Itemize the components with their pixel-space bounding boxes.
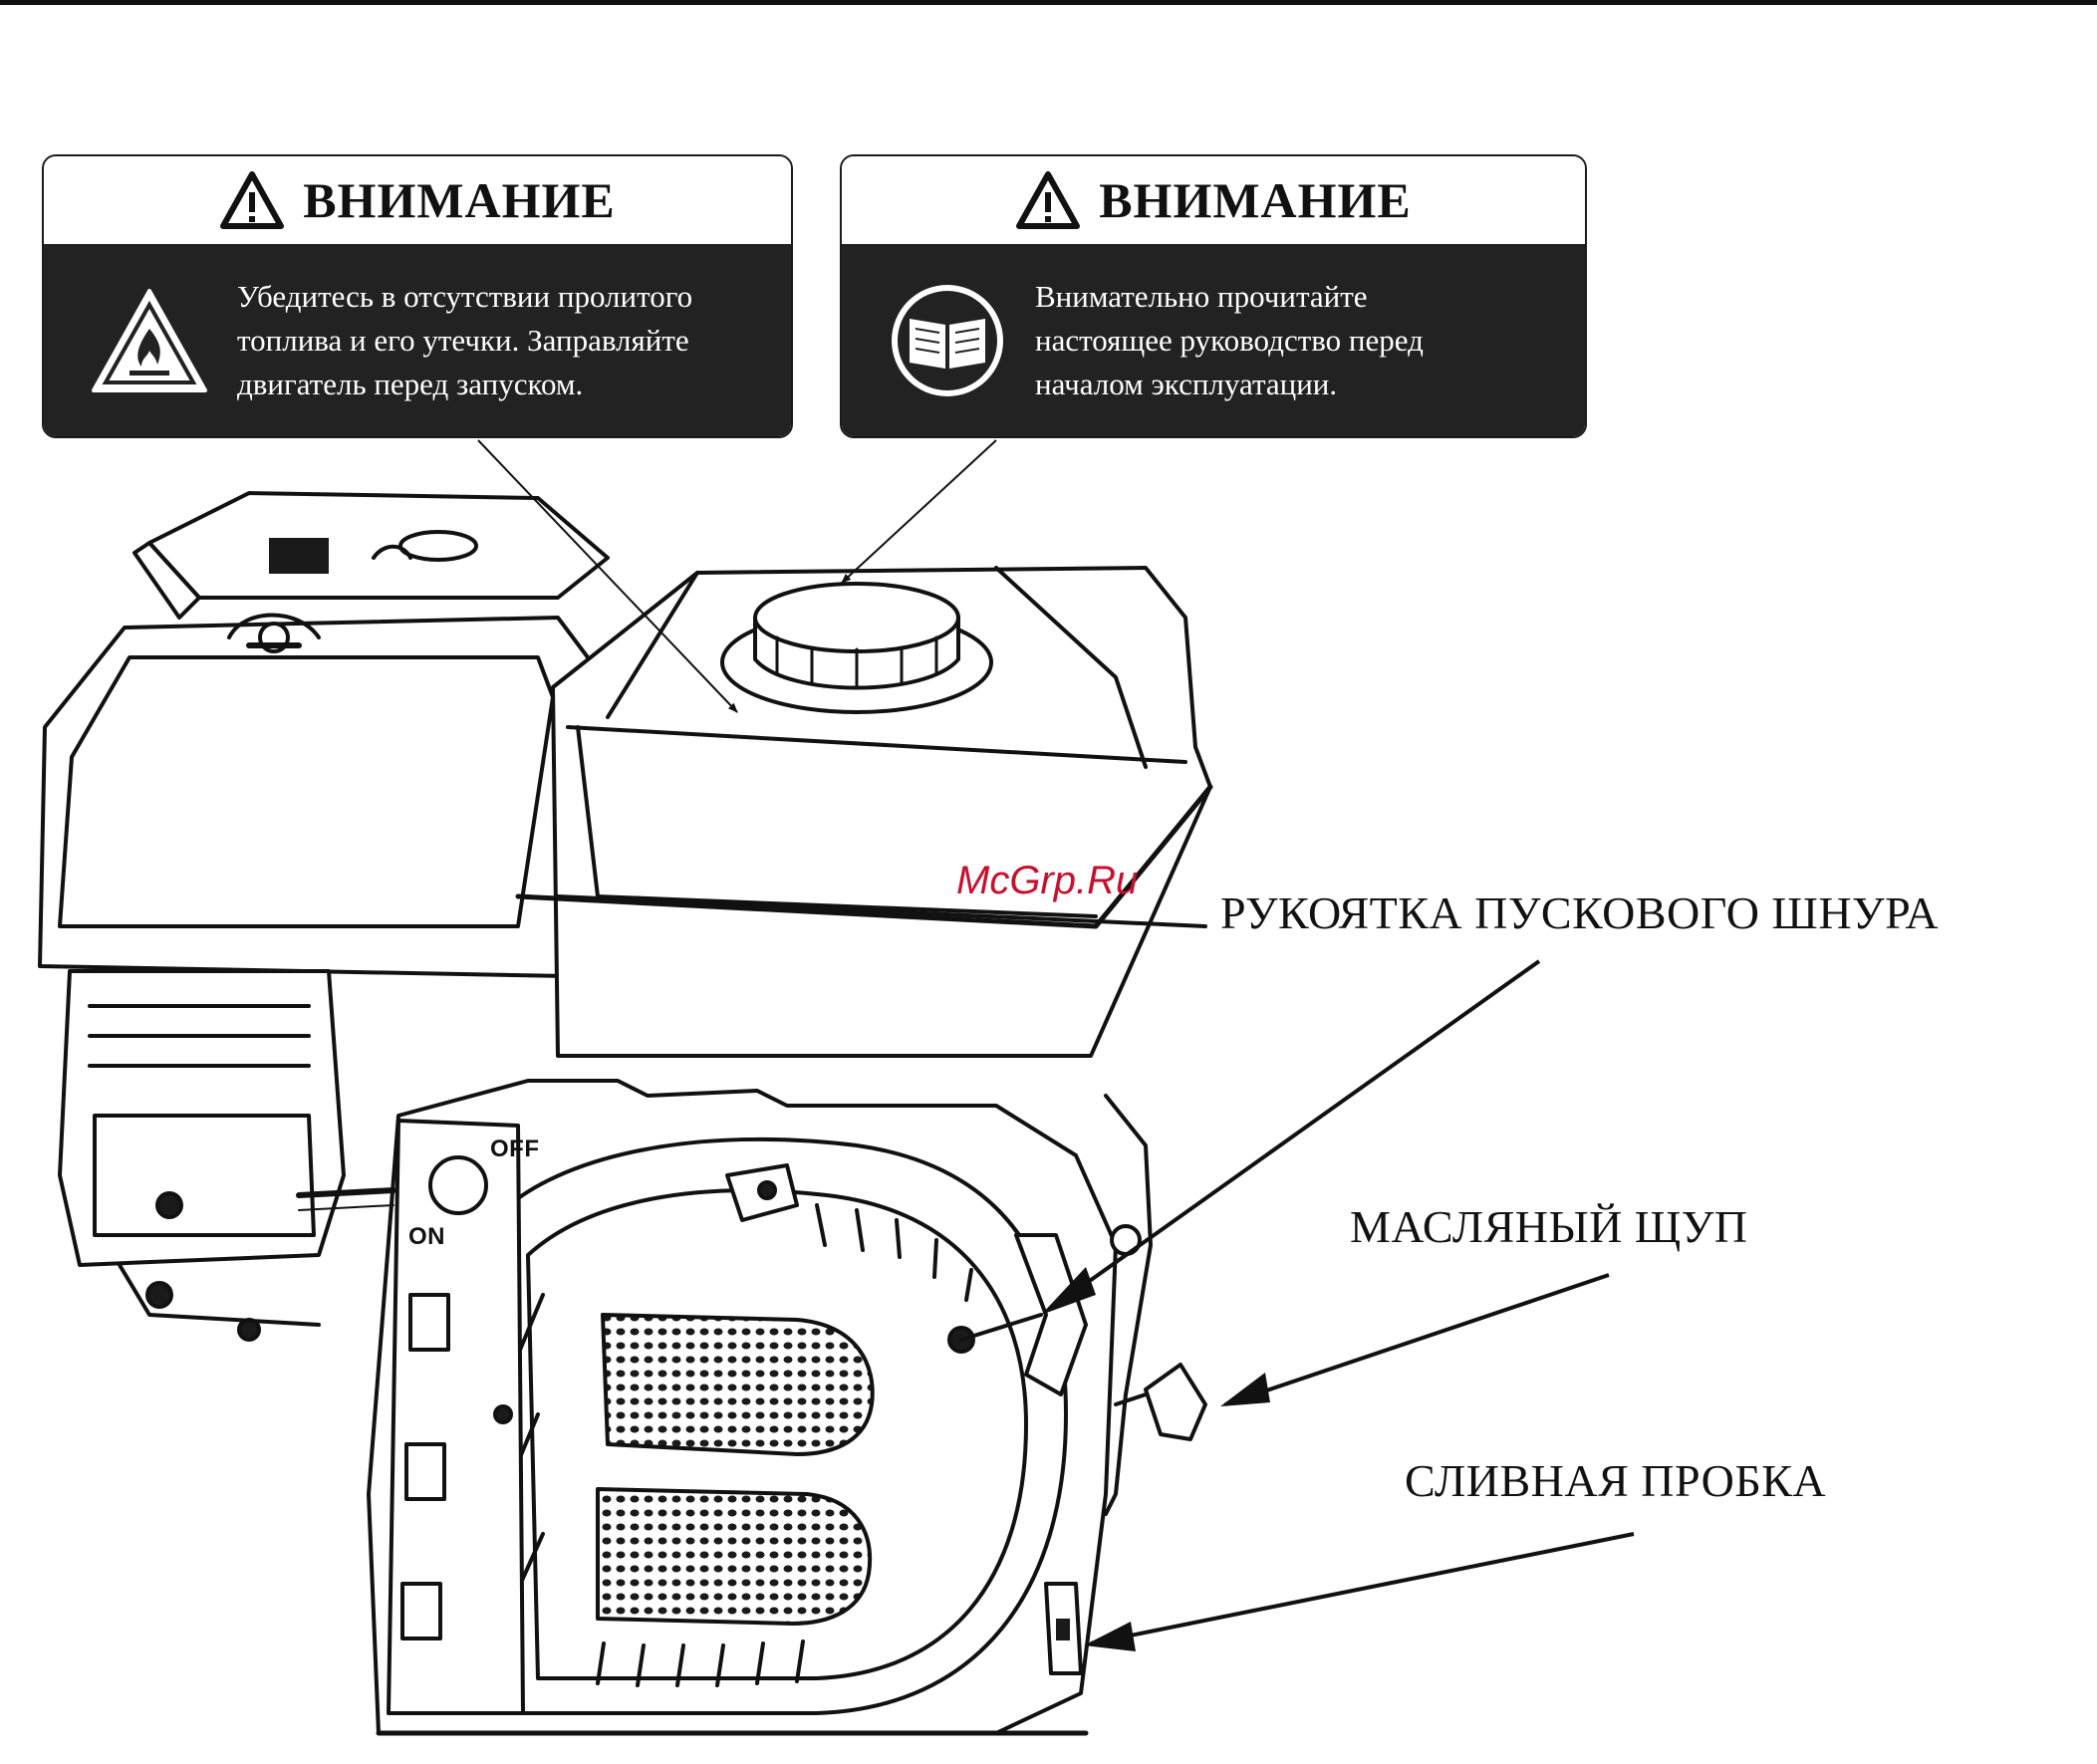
air-cleaner xyxy=(40,618,618,976)
upper-vent-grille xyxy=(603,1315,873,1454)
lower-vent-grille xyxy=(598,1489,870,1624)
stop-switch xyxy=(430,1157,486,1213)
shroud-top xyxy=(149,493,608,598)
oil-dipstick xyxy=(1146,1365,1205,1439)
carburetor xyxy=(60,971,344,1265)
leader-drain-plug xyxy=(1091,1534,1634,1643)
callout-oil-dipstick: МАСЛЯНЫЙ ЩУП xyxy=(1350,1200,1748,1253)
switch-off-label: OFF xyxy=(490,1135,540,1163)
arrowhead-drain xyxy=(1084,1622,1136,1651)
leader-manual-label xyxy=(842,440,996,583)
leader-starter-handle xyxy=(1056,961,1539,1305)
arrowhead-dipstick xyxy=(1220,1373,1270,1406)
callout-starter-handle: РУКОЯТКА ПУСКОВОГО ШНУРА xyxy=(1220,886,1939,939)
switch-on-label: ON xyxy=(408,1223,445,1251)
callout-drain-plug: СЛИВНАЯ ПРОБКА xyxy=(1405,1454,1826,1507)
leader-oil-dipstick xyxy=(1225,1275,1609,1404)
shroud-plate xyxy=(269,538,329,574)
watermark: McGrp.Ru xyxy=(956,859,1138,903)
